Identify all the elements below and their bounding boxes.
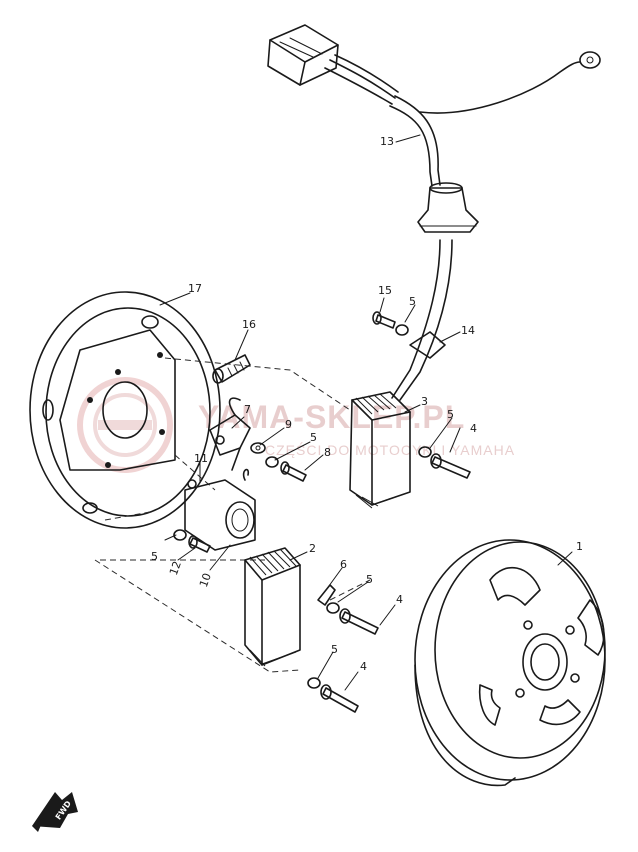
bolt-4a xyxy=(430,453,471,479)
washer-5f xyxy=(307,677,321,689)
callout-4c: 4 xyxy=(360,660,367,673)
watermark-subtitle: CZĘŚCI DO MOTOCYKLI YAMAHA xyxy=(265,441,515,458)
callout-2: 2 xyxy=(309,542,316,555)
callout-15: 15 xyxy=(378,284,392,297)
screw-12 xyxy=(188,535,211,553)
washer-9 xyxy=(250,442,266,454)
bolt-4c xyxy=(320,684,359,713)
wire-harness xyxy=(267,24,601,401)
callout-3: 3 xyxy=(421,395,428,408)
washer-5e xyxy=(326,602,340,614)
clip-6 xyxy=(317,584,336,606)
callout-17: 17 xyxy=(188,282,202,295)
source-coil-3 xyxy=(349,391,411,509)
part-callouts: 1 2 3 4 4 4 5 5 5 5 5 5 6 7 8 9 10 11 12… xyxy=(151,135,583,673)
callout-5a: 5 xyxy=(447,408,454,421)
watermark: YAMA-SKLEP.PL CZĘŚCI DO MOTOCYKLI YAMAHA xyxy=(77,377,515,473)
callout-5d: 5 xyxy=(151,550,158,563)
callout-1: 1 xyxy=(576,540,583,553)
callout-12: 12 xyxy=(167,559,184,577)
screw-16 xyxy=(212,354,251,384)
callout-16: 16 xyxy=(242,318,256,331)
screw-8 xyxy=(280,461,307,482)
callout-5c: 5 xyxy=(310,431,317,444)
washer-5a xyxy=(265,456,279,468)
callout-11: 11 xyxy=(194,452,208,465)
watermark-logo xyxy=(77,377,173,473)
bolt-4b xyxy=(339,608,379,635)
callout-5f: 5 xyxy=(331,643,338,656)
callout-6: 6 xyxy=(340,558,347,571)
callout-5e: 5 xyxy=(366,573,373,586)
contact-breaker xyxy=(209,397,251,471)
callout-4a: 4 xyxy=(470,422,477,435)
callout-10: 10 xyxy=(197,571,214,589)
callout-8: 8 xyxy=(324,446,331,459)
fwd-direction-arrow: FWD xyxy=(32,792,78,832)
lighting-coil-2 xyxy=(244,547,301,667)
washer-5b xyxy=(173,529,187,541)
washer-5d xyxy=(418,446,432,458)
callout-5b: 5 xyxy=(409,295,416,308)
callout-4b: 4 xyxy=(396,593,403,606)
stator-base-plate xyxy=(29,291,221,529)
ignition-coil-10 xyxy=(184,468,256,551)
callout-7: 7 xyxy=(244,403,251,416)
callout-14: 14 xyxy=(461,324,475,337)
leader-lines xyxy=(159,134,573,691)
callout-13: 13 xyxy=(380,135,394,148)
callout-9: 9 xyxy=(285,418,292,431)
washer-5c xyxy=(395,324,409,336)
flywheel-rotor-1 xyxy=(414,539,606,787)
bolt-15 xyxy=(372,311,396,329)
